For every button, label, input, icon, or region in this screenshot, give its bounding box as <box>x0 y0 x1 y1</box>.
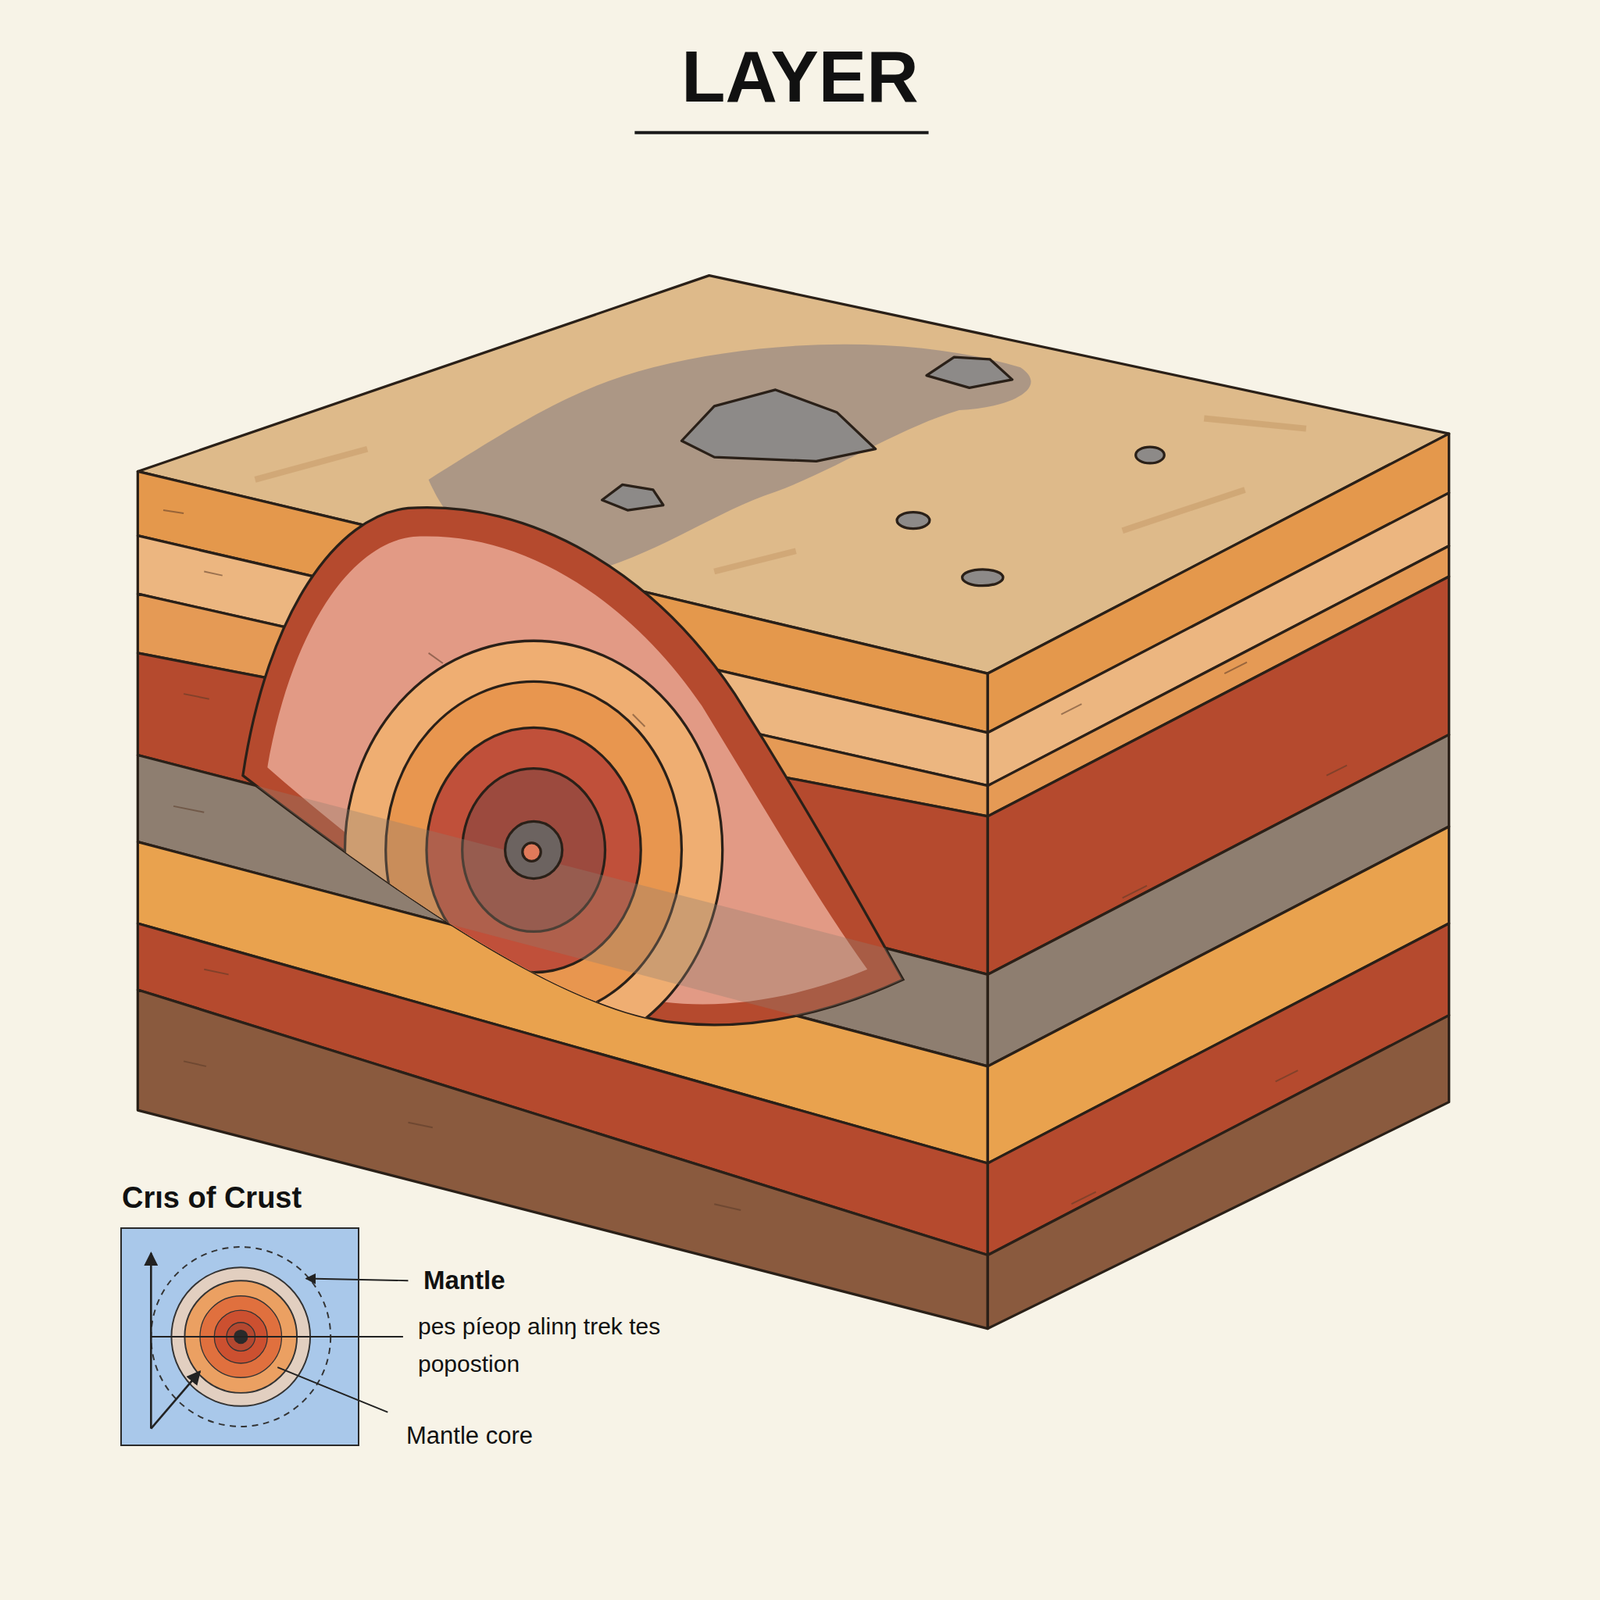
svg-path <box>1326 765 1347 776</box>
svg-polygon <box>987 1015 1449 1329</box>
rock-texture <box>163 510 1347 1211</box>
svg-path <box>1224 662 1247 674</box>
svg-path <box>1275 1070 1299 1082</box>
svg-path <box>137 755 988 1067</box>
right-face-strata <box>987 433 1449 1329</box>
svg-path <box>255 449 368 480</box>
svg-path <box>926 357 1013 388</box>
inset-callout-label: Mantle core <box>406 1420 533 1452</box>
svg-path <box>602 484 664 511</box>
inset-callout-label: Mantle <box>423 1264 506 1297</box>
svg-path <box>203 969 229 975</box>
svg-path <box>714 1203 741 1211</box>
svg-path <box>203 571 223 575</box>
fold-arch <box>137 489 988 1067</box>
svg-ellipse <box>1135 446 1165 464</box>
svg-line <box>150 1253 153 1429</box>
svg-path <box>681 389 875 461</box>
svg-path <box>1071 1192 1096 1205</box>
svg-path <box>183 1060 207 1067</box>
svg-path <box>428 653 443 664</box>
inset-heading: Crıs of Crust <box>121 1180 302 1217</box>
svg-line <box>277 1367 388 1412</box>
svg-path <box>1060 703 1082 715</box>
svg-path <box>714 550 796 572</box>
diagram-title: LAYER <box>0 40 1600 113</box>
svg-circle <box>505 821 563 879</box>
svg-path <box>163 510 184 514</box>
inset-callout-label: pes píeop alinŋ trek tes popostion <box>417 1307 667 1383</box>
inset-box: Crıs of Crust <box>120 1227 360 1447</box>
svg-path <box>173 806 204 813</box>
title-underline <box>634 131 929 135</box>
svg-path <box>1122 885 1147 899</box>
svg-path <box>183 693 210 700</box>
svg-path <box>1203 418 1307 429</box>
svg-line <box>306 1278 409 1282</box>
svg-circle <box>522 842 542 862</box>
svg-line <box>150 1335 404 1338</box>
inset-figure <box>120 1227 408 1447</box>
svg-line <box>150 1371 200 1429</box>
svg-path <box>407 1122 433 1129</box>
svg-path <box>632 714 646 727</box>
svg-ellipse <box>962 569 1004 586</box>
svg-path <box>1122 489 1246 531</box>
svg-g <box>137 640 988 1067</box>
svg-ellipse <box>896 512 930 529</box>
